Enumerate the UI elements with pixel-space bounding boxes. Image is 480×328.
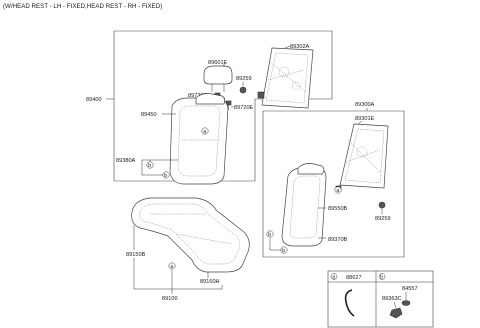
right-seatback-group: 89300A 89301E 89259 89550B 89370B a <box>262 102 405 258</box>
seatback-frame-left <box>257 47 314 109</box>
label-89370B: 89370B <box>328 237 348 243</box>
label-89363C: 89363C <box>382 296 402 302</box>
label-89720E: 89720E <box>234 105 254 111</box>
seatback-frame-right <box>335 123 389 192</box>
svg-text:a: a <box>336 188 339 194</box>
label-88627: 88627 <box>346 275 362 281</box>
label-89601E: 89601E <box>208 60 228 66</box>
label-89450: 89450 <box>141 112 157 118</box>
svg-text:b: b <box>268 232 271 238</box>
label-89150B: 89150B <box>126 252 146 258</box>
svg-text:b: b <box>282 248 285 254</box>
label-84557: 84557 <box>402 286 418 292</box>
guide-clip-right <box>378 201 386 209</box>
label-89720F: 89720F <box>188 93 208 99</box>
label-89550B: 89550B <box>328 206 348 212</box>
label-89301E: 89301E <box>355 116 375 122</box>
legend-box: a 88627 b 84557 89363C <box>327 270 434 328</box>
label-89160H: 89160H <box>200 279 220 285</box>
clip-84557 <box>401 300 411 306</box>
callout-b-left-2 <box>162 171 170 179</box>
legend-callout-b <box>378 273 386 280</box>
callout-b-right-2 <box>280 246 288 254</box>
svg-text:b: b <box>164 173 167 179</box>
seatback-cushion-left <box>169 93 229 185</box>
seatback-cushion-right <box>281 163 327 247</box>
label-89100: 89100 <box>162 296 178 302</box>
diagram-title: (W/HEAD REST - LH - FIXED,HEAD REST - RH… <box>3 3 162 10</box>
label-89259-top: 89259 <box>236 76 252 82</box>
seat-cushion <box>131 197 250 273</box>
callout-b-right-1 <box>266 230 274 238</box>
label-89259-right: 89259 <box>375 216 391 222</box>
callout-a-right <box>334 186 342 194</box>
left-seatback-group: 89400 89302A 89601E 89259 <box>86 30 333 185</box>
bracket-89363C <box>389 307 403 319</box>
svg-text:a: a <box>203 129 206 135</box>
callout-a-left <box>201 127 209 135</box>
label-89400: 89400 <box>86 97 102 103</box>
label-89300A: 89300A <box>355 102 375 108</box>
headrest <box>203 65 233 92</box>
legend-callout-a <box>330 273 338 280</box>
guide-clip-top <box>239 86 247 94</box>
svg-text:a: a <box>170 264 173 270</box>
svg-text:b: b <box>148 163 151 169</box>
callout-a-cushion <box>168 262 176 270</box>
svg-text:b: b <box>380 274 383 280</box>
hook-wire-88627 <box>344 289 355 317</box>
label-89380A: 89380A <box>116 158 136 164</box>
callout-b-left-1 <box>146 161 154 169</box>
label-89302A: 89302A <box>290 44 310 50</box>
svg-text:a: a <box>332 274 335 280</box>
